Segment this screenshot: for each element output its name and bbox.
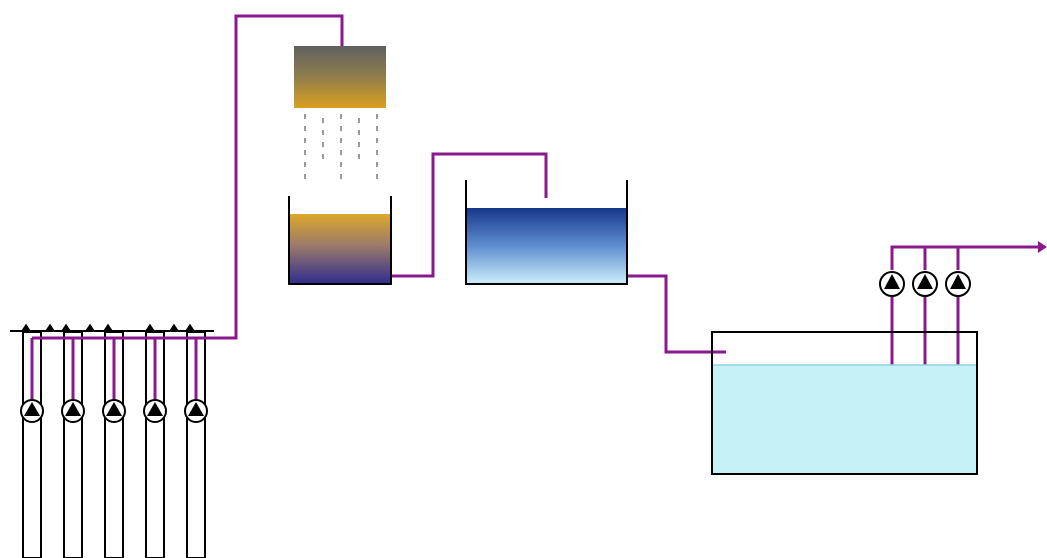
pump-icon: [879, 271, 905, 297]
settling-tank: [288, 196, 392, 285]
outflow-arrow-icon: [1038, 241, 1047, 253]
filter-tank-walls: [465, 180, 628, 285]
well-casing: [186, 331, 206, 558]
well-casing: [145, 331, 165, 558]
reservoir-walls: [711, 331, 978, 475]
distribution-pumps: [879, 271, 971, 297]
wellhead-ticks: [21, 323, 195, 332]
well-casing: [22, 331, 42, 558]
well-casing: [104, 331, 124, 558]
filter-to-reservoir-pipe: [611, 274, 726, 354]
pump-icon: [102, 399, 126, 423]
well-casing: [63, 331, 83, 558]
filter-tank-water: [467, 208, 626, 284]
sprinkler-icon: [294, 46, 386, 108]
pump-icon: [945, 271, 971, 297]
aerator-sprinkler: [294, 46, 386, 182]
settling-tank-walls: [288, 196, 392, 285]
pump-icon: [20, 399, 44, 423]
distribution-header-pipe: [890, 245, 1038, 270]
pump-icon: [143, 399, 167, 423]
well-field: [10, 323, 214, 558]
reservoir-water: [713, 365, 976, 473]
raw-water-collector-pipe: [32, 14, 344, 340]
filter-tank: [465, 180, 628, 285]
settling-tank-water: [290, 214, 390, 284]
pump-icon: [912, 271, 938, 297]
settling-to-filter-pipe: [391, 152, 548, 278]
pump-icon: [61, 399, 85, 423]
clear-water-reservoir: [711, 331, 978, 475]
water-droplets: [304, 114, 378, 182]
pump-icon: [184, 399, 208, 423]
